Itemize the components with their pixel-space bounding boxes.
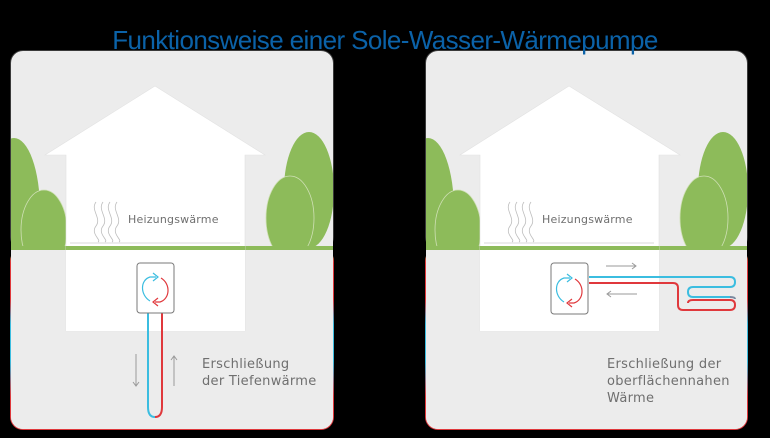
source-label-right: Erschließung der oberflächennahen Wärme [607,356,730,407]
cycle-arrows-icon [141,272,169,307]
flow-arrows [132,354,178,387]
page-title: Funktionsweise einer Sole-Wasser-Wärmepu… [112,25,658,56]
source-label-line: Wärme [607,391,655,406]
panel-left [10,50,334,430]
pipe-hot [589,282,737,311]
pipe-cold [147,313,156,418]
source-label-line: Erschließung [202,357,290,372]
heat-pump-unit [136,262,175,314]
source-label-line: Erschließung der [607,357,722,372]
heat-label-left: Heizungswärme [128,213,219,226]
flow-arrows [606,262,637,298]
source-label-line: der Tiefenwärme [202,374,317,389]
source-label-left: Erschließung der Tiefenwärme [202,356,317,390]
heat-pump-unit [550,262,589,315]
heat-waves-icon [507,201,535,243]
panel-right [425,50,748,430]
pipe-hot [154,313,163,418]
cycle-arrows-icon [555,273,583,308]
heat-waves-icon [93,201,121,243]
heat-label-right: Heizungswärme [542,213,633,226]
pipe-cold [589,276,737,298]
source-label-line: oberflächennahen [607,374,730,389]
